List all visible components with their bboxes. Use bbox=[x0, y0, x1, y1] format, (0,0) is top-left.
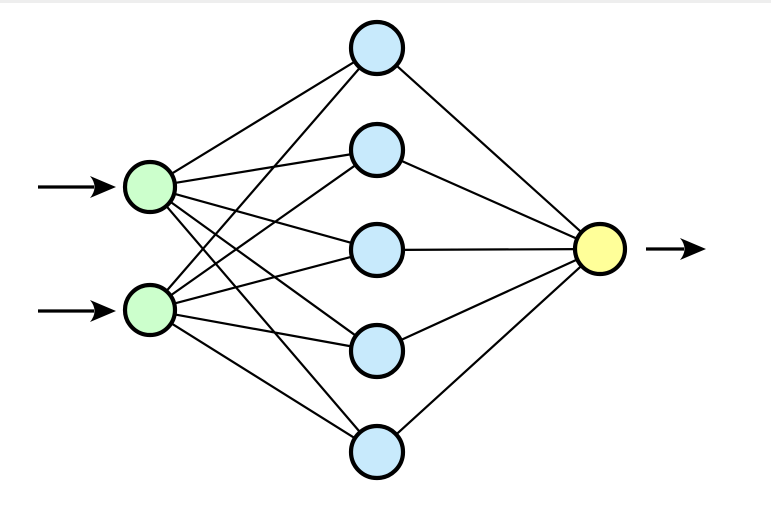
input-arrow-2 bbox=[38, 300, 116, 322]
node-hid-3[interactable] bbox=[348, 221, 406, 279]
edge-in-1-to-hid-4 bbox=[167, 199, 359, 339]
edge-in-2-to-hid-4 bbox=[171, 312, 355, 348]
node-out-1[interactable] bbox=[572, 221, 628, 277]
output-arrow-1 bbox=[646, 238, 706, 260]
input-arrow-1 bbox=[38, 176, 116, 198]
edge-hid-2-to-out-1 bbox=[397, 158, 581, 241]
top-border-strip bbox=[0, 0, 771, 3]
edge-hid-3-to-out-1 bbox=[399, 248, 579, 251]
edge-in-2-to-hid-2 bbox=[167, 162, 359, 298]
edge-in-1-to-hid-5 bbox=[163, 203, 363, 435]
node-hid-2[interactable] bbox=[348, 121, 406, 179]
input-arrow-2-head bbox=[90, 300, 116, 322]
edge-in-1-to-hid-1 bbox=[168, 59, 358, 177]
node-in-2[interactable] bbox=[122, 282, 178, 338]
node-in-1[interactable] bbox=[122, 159, 178, 215]
edges-group bbox=[163, 59, 585, 441]
edge-hid-1-to-out-1 bbox=[393, 62, 585, 235]
node-hid-1[interactable] bbox=[348, 19, 406, 77]
node-hid-5[interactable] bbox=[348, 423, 406, 481]
io-arrows-group bbox=[38, 176, 706, 322]
edge-in-2-to-hid-1 bbox=[163, 65, 363, 294]
edge-hid-5-to-out-1 bbox=[393, 263, 585, 437]
edge-in-2-to-hid-3 bbox=[171, 255, 355, 306]
input-arrow-1-head bbox=[90, 176, 116, 198]
output-arrow-1-head bbox=[680, 238, 706, 260]
edge-in-2-to-hid-5 bbox=[168, 321, 358, 441]
nodes-group bbox=[122, 19, 628, 481]
edge-in-1-to-hid-2 bbox=[171, 152, 355, 185]
edge-in-1-to-hid-3 bbox=[171, 192, 355, 245]
node-hid-4[interactable] bbox=[348, 322, 406, 380]
edge-hid-4-to-out-1 bbox=[397, 257, 581, 343]
